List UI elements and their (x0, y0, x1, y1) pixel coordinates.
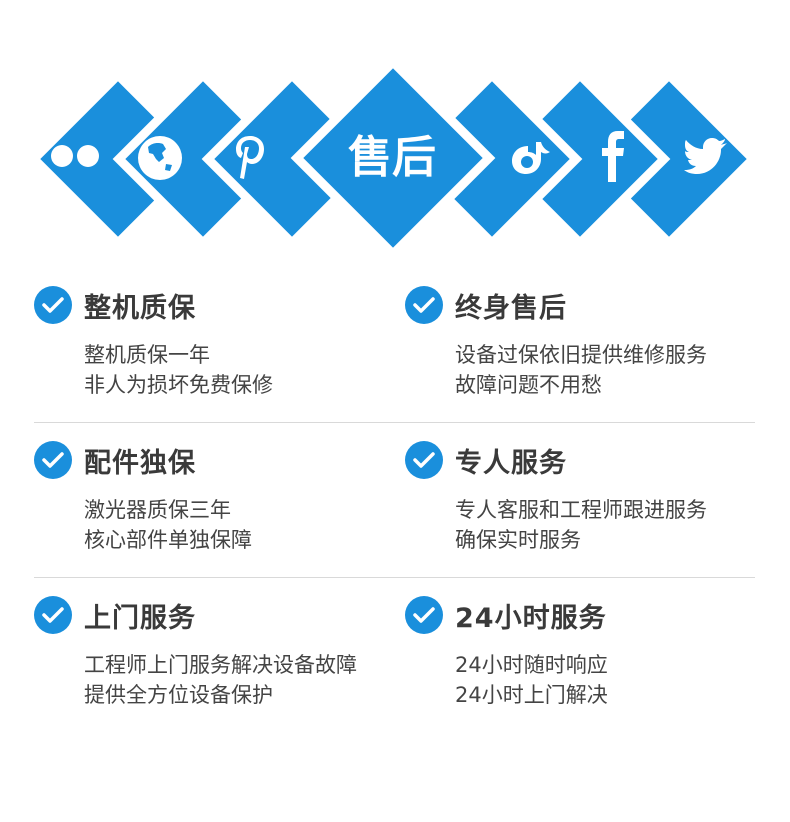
feature-item: 24小时服务 24小时随时响应 24小时上门解决 (405, 592, 765, 710)
feature-item: 配件独保 激光器质保三年 核心部件单独保障 (34, 437, 394, 555)
feature-row: 整机质保 整机质保一年 非人为损坏免费保修 终身售后 设备过保依旧提供维修服务 … (34, 282, 755, 423)
facebook-icon (600, 130, 630, 188)
flickr-icon (48, 142, 108, 178)
feature-line: 专人客服和工程师跟进服务 (455, 498, 707, 522)
check-circle-icon (34, 441, 72, 479)
pinterest-icon (232, 132, 272, 188)
feature-item: 专人服务 专人客服和工程师跟进服务 确保实时服务 (405, 437, 765, 555)
twitter-icon (684, 138, 730, 180)
feature-line: 提供全方位设备保护 (84, 683, 273, 707)
feature-line: 非人为损坏免费保修 (84, 373, 273, 397)
feature-item: 上门服务 工程师上门服务解决设备故障 提供全方位设备保护 (34, 592, 394, 710)
feature-line: 故障问题不用愁 (455, 373, 602, 397)
banner: 售后 (0, 0, 790, 270)
feature-title: 上门服务 (84, 602, 196, 634)
feature-line: 确保实时服务 (455, 528, 581, 552)
feature-title: 整机质保 (84, 292, 196, 324)
feature-description: 工程师上门服务解决设备故障 提供全方位设备保护 (84, 650, 394, 710)
check-circle-icon (34, 596, 72, 634)
banner-title: 售后 (348, 132, 436, 183)
feature-line: 设备过保依旧提供维修服务 (455, 343, 707, 367)
feature-title: 终身售后 (455, 292, 567, 324)
check-circle-icon (405, 596, 443, 634)
feature-line: 激光器质保三年 (84, 498, 231, 522)
feature-item: 整机质保 整机质保一年 非人为损坏免费保修 (34, 282, 394, 400)
feature-description: 整机质保一年 非人为损坏免费保修 (84, 340, 394, 400)
feature-grid: 整机质保 整机质保一年 非人为损坏免费保修 终身售后 设备过保依旧提供维修服务 … (34, 282, 755, 746)
feature-row: 配件独保 激光器质保三年 核心部件单独保障 专人服务 专人客服和工程师跟进服务 … (34, 437, 755, 578)
feature-row: 上门服务 工程师上门服务解决设备故障 提供全方位设备保护 24小时服务 24小时… (34, 592, 755, 732)
globe-icon (136, 134, 188, 186)
feature-line: 整机质保一年 (84, 343, 210, 367)
feature-description: 专人客服和工程师跟进服务 确保实时服务 (455, 495, 765, 555)
feature-description: 24小时随时响应 24小时上门解决 (455, 650, 765, 710)
feature-description: 设备过保依旧提供维修服务 故障问题不用愁 (455, 340, 765, 400)
feature-title: 24小时服务 (455, 602, 607, 634)
feature-item: 终身售后 设备过保依旧提供维修服务 故障问题不用愁 (405, 282, 765, 400)
diamond-banner-graphic (27, 55, 760, 261)
feature-line: 24小时上门解决 (455, 683, 608, 707)
feature-description: 激光器质保三年 核心部件单独保障 (84, 495, 394, 555)
feature-title: 专人服务 (455, 447, 567, 479)
feature-line: 工程师上门服务解决设备故障 (84, 653, 357, 677)
rdio-icon (508, 136, 556, 184)
check-circle-icon (405, 441, 443, 479)
check-circle-icon (34, 286, 72, 324)
check-circle-icon (405, 286, 443, 324)
feature-line: 核心部件单独保障 (84, 528, 252, 552)
feature-line: 24小时随时响应 (455, 653, 608, 677)
feature-title: 配件独保 (84, 447, 196, 479)
